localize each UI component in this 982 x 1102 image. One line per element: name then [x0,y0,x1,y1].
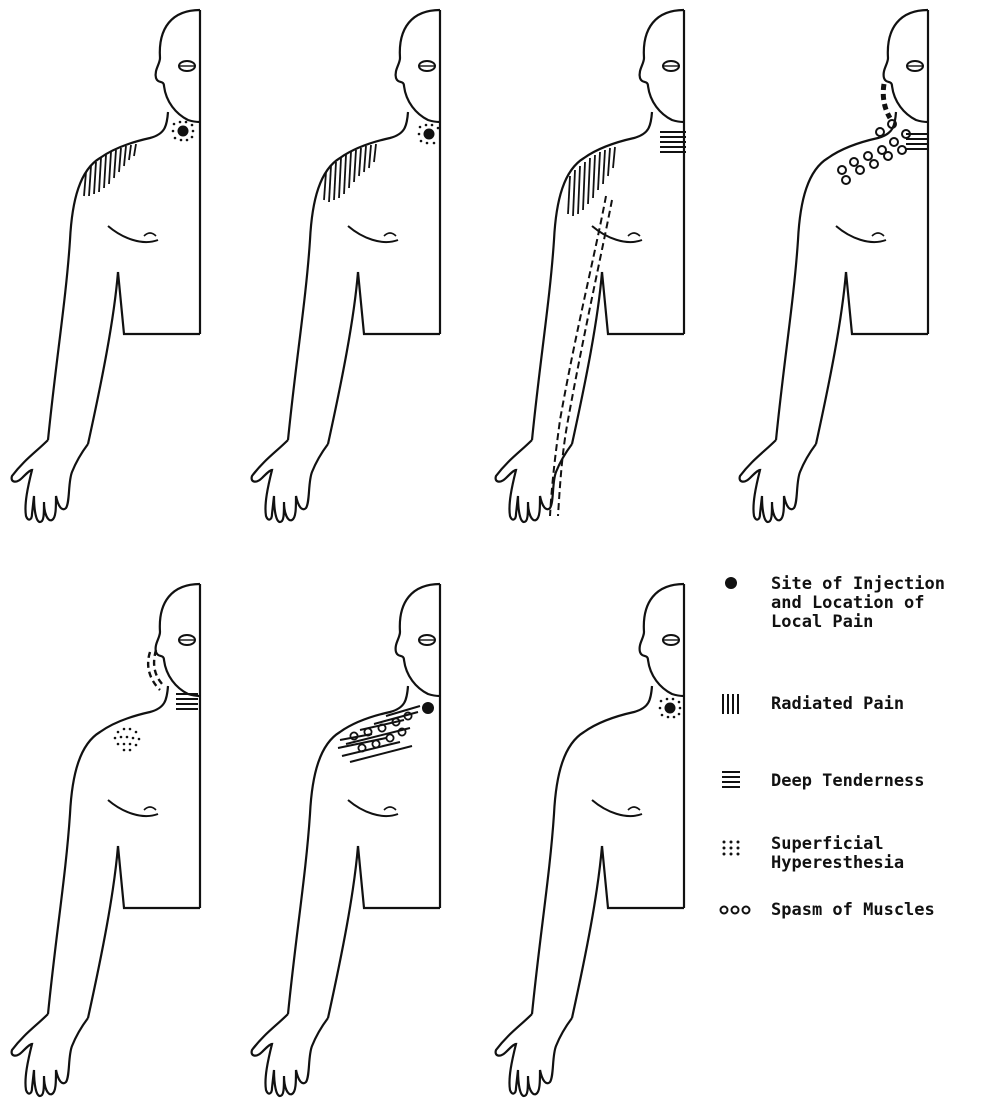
injection-site-mark [424,129,435,140]
injection-site-mark [178,126,189,137]
deep-tenderness-hatch [660,132,686,152]
body-figure-2 [252,10,440,522]
legend-symbols [721,577,750,914]
neck-dashes [883,84,890,118]
injection-site-mark [665,703,676,714]
legend-symbol-injection [725,577,737,589]
legend-symbol-deep-tenderness [722,772,740,787]
injection-site-mark [422,702,434,714]
hyperesthesia-dots [114,728,141,752]
body-figure-7 [496,584,684,1096]
body-figure-3 [496,10,686,522]
body-figure-5 [12,584,200,1096]
legend-symbol-hyperesthesia [723,841,740,856]
body-figure-4 [740,10,928,522]
body-figure-6 [252,584,440,1096]
spasm-circles [838,120,910,184]
legend-symbol-radiated-pain [723,694,738,714]
legend-label-radiated-pain: Radiated Pain [771,695,904,714]
legend-label-injection: Site of Injection and Location of Local … [771,575,945,632]
body-figure-1 [12,10,200,522]
radiated-pain-hatch [568,147,615,216]
dashed-arm-line [550,196,612,516]
legend-label-hyperesthesia: Superficial Hyperesthesia [771,835,904,873]
legend-label-deep-tenderness: Deep Tenderness [771,772,925,791]
legend-symbol-spasm [721,907,750,914]
legend-label-spasm: Spasm of Muscles [771,901,935,920]
